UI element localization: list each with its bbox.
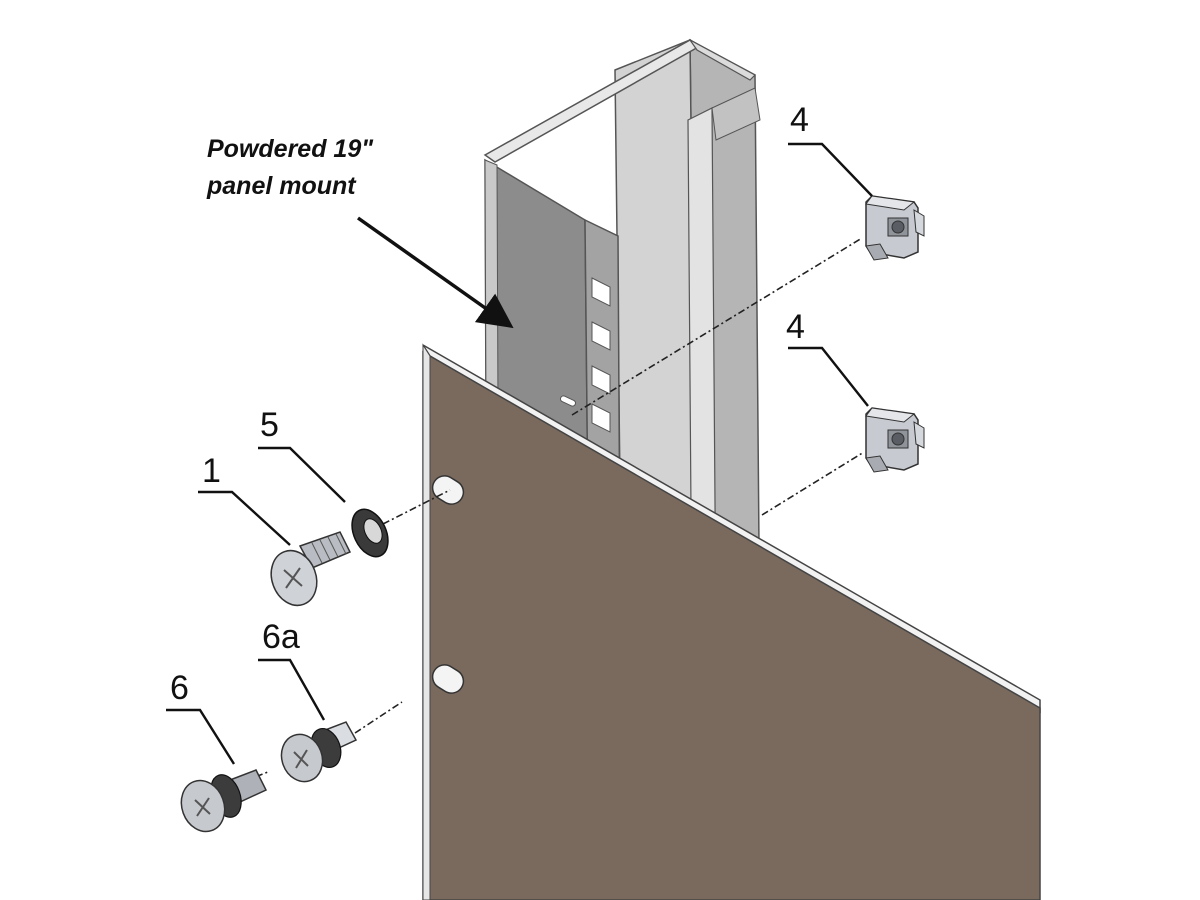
cage-nut-icon [865,407,925,473]
front-panel [422,343,1041,900]
label-part-5: 5 [260,406,279,444]
screw-icon [280,721,358,783]
panel-slot-bottom [431,664,465,694]
label-part-4-bottom: 4 [786,308,805,346]
leader-lines [166,142,873,765]
rail-holes [591,277,611,889]
label-part-6a: 6a [262,618,300,656]
cage-nut-icon [865,195,925,261]
screw-icon [270,531,352,607]
screw-icon [180,769,268,833]
washer-icon [351,508,389,558]
callout-line-2: panel mount [206,172,357,200]
label-part-4-top: 4 [790,101,809,139]
callout-line-1: Powdered 19" [207,135,374,163]
label-part-6: 6 [170,669,189,707]
callout-arrow [356,216,514,329]
panel-slot-top [431,475,465,505]
label-part-1: 1 [202,452,221,490]
